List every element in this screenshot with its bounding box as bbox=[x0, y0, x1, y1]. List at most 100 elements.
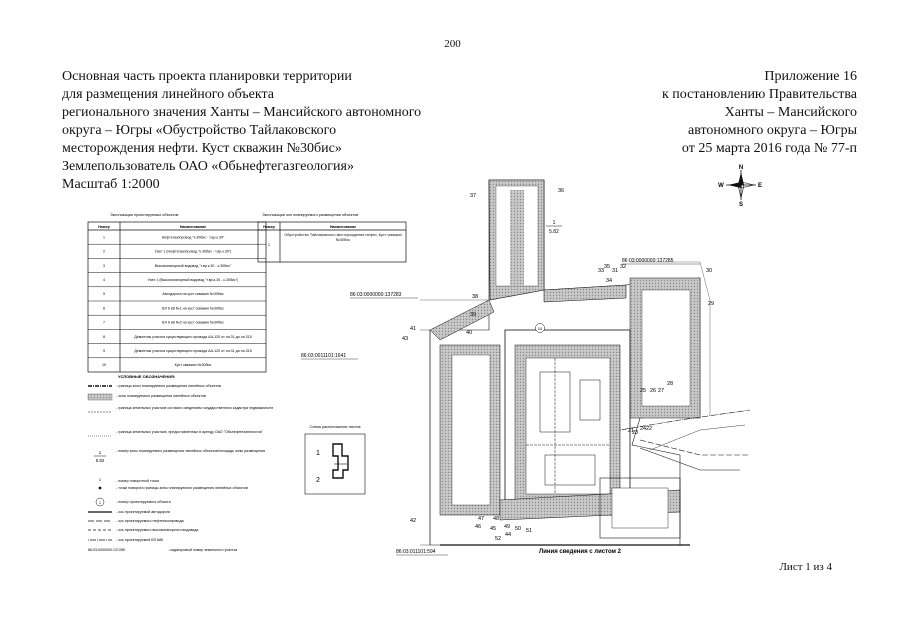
legend-title: УСЛОВНЫЕ ОБОЗНАЧЕНИЯ: bbox=[118, 374, 175, 379]
turning-point-label: 50 bbox=[515, 526, 521, 532]
linear-objects-table: Экспликация проектируемых объектов Номер… bbox=[87, 213, 267, 373]
appendix-line: Приложение 16 bbox=[764, 69, 857, 84]
object-label: 10 bbox=[538, 326, 543, 331]
area-col-name: Наименование bbox=[330, 225, 356, 229]
table-row-name: Высоконапорный водовод "т.вр.к.30 - к.30… bbox=[155, 264, 232, 268]
cadastral-label: 86:03:0000000:137285 bbox=[622, 258, 674, 264]
compass-w: W bbox=[718, 183, 724, 189]
col-header-name: Наименование bbox=[180, 225, 206, 229]
cadastral-label: 86:03:0000000:137283 bbox=[350, 292, 402, 298]
turning-point-label: 39 bbox=[470, 312, 476, 318]
table-row-num: 9 bbox=[103, 349, 105, 353]
cadastral-label: 86:03:011101:594 bbox=[396, 549, 436, 555]
table-row-name: Автодорога на куст скважин №30бис bbox=[162, 292, 223, 296]
legend-item: - кадастровый номер земельного участка bbox=[168, 548, 237, 552]
legend-item: - граница земельных участков согласно св… bbox=[116, 406, 273, 410]
turning-point-label: 30 bbox=[706, 268, 712, 274]
turning-point-label: 22 bbox=[646, 426, 652, 432]
title-line: округа – Югры «Обустройство Тайлаковског… bbox=[62, 123, 337, 138]
area-row-num: 1 bbox=[268, 243, 270, 247]
title-line: Основная часть проекта планировки террит… bbox=[62, 69, 352, 84]
appendix-header: Приложение 16 к постановлению Правительс… bbox=[527, 68, 857, 158]
turning-point-label: 35 bbox=[604, 264, 610, 270]
table-row-num: 4 bbox=[103, 278, 105, 282]
table-row-num: 1 bbox=[103, 235, 105, 239]
legend-item: - номер поворотной точки bbox=[116, 479, 159, 483]
legend-item: - граница земельных участков, предоставл… bbox=[116, 430, 264, 434]
appendix-line: к постановлению Правительства bbox=[661, 87, 857, 102]
legend-zone-top: 1 bbox=[99, 450, 102, 455]
compass-s: S bbox=[739, 202, 743, 208]
land-user-line: Землепользователь ОАО «Обьнефтегазгеолог… bbox=[62, 159, 354, 174]
table-row-num: 6 bbox=[103, 306, 105, 310]
table-title: Экспликация проектируемых объектов bbox=[110, 213, 178, 217]
turning-point-label: 46 bbox=[475, 524, 481, 530]
cadastral-label: 86:03:0011101:1641 bbox=[301, 353, 346, 359]
sheet-scheme: Схема расположения листов 1 2 bbox=[304, 425, 366, 495]
legend-item: - ось проектируемого нефтегазопровода bbox=[116, 519, 184, 523]
legend-item: - зона планируемого размещения линейных … bbox=[116, 394, 206, 398]
legend-item: - ось проектируемого высоконапорного вод… bbox=[116, 528, 198, 532]
compass-icon: N S W E bbox=[718, 165, 762, 208]
zone-number-top: 1 bbox=[553, 220, 556, 226]
site-plan: 10 1 5.82 86:03:0000000:137285 86:03:000… bbox=[301, 179, 751, 556]
appendix-line: Ханты – Мансийского bbox=[724, 105, 857, 120]
turning-point-label: 36 bbox=[558, 188, 564, 194]
turning-point-label: 29 bbox=[708, 301, 714, 307]
turning-point-label: 23 bbox=[632, 430, 638, 436]
turning-point-label: 37 bbox=[470, 193, 476, 199]
table-row-num: 2 bbox=[103, 250, 105, 254]
table-row-name: ВЛ 6 кВ №2 на куст скважин №30бис bbox=[162, 321, 224, 325]
turning-point-label: 31 bbox=[612, 268, 618, 274]
turning-point-label: 32 bbox=[620, 264, 626, 270]
page-number: 200 bbox=[444, 38, 461, 50]
turning-point-label: 26 bbox=[650, 388, 656, 394]
svg-text:1: 1 bbox=[99, 501, 101, 505]
table-row-num: 3 bbox=[103, 264, 105, 268]
legend-item: - граница зоны планируемого размещения л… bbox=[116, 384, 221, 388]
legend-item: - номер зоны планируемого размещения лин… bbox=[116, 449, 265, 453]
legend-item: - номер проектируемого объекта bbox=[116, 500, 171, 504]
table-row-name: ВЛ 6 кВ №1 на куст скважин №30бис bbox=[162, 306, 224, 310]
appendix-line: автономного округа – Югры bbox=[688, 123, 857, 138]
turning-point-label: 51 bbox=[526, 528, 532, 534]
col-header-num: Номер bbox=[98, 225, 110, 229]
legend-item: - ось проектируемой ВЛ 6кВ bbox=[116, 538, 164, 542]
turning-point-label: 52 bbox=[495, 536, 501, 542]
turning-point-label: 40 bbox=[466, 330, 472, 336]
zone-number-bottom: 5.82 bbox=[549, 229, 559, 235]
legend-item: - точки поворота границы зоны планируемо… bbox=[116, 486, 248, 490]
table-row-num: 5 bbox=[103, 292, 105, 296]
turning-point-label: 41 bbox=[410, 326, 416, 332]
appendix-line: от 25 марта 2016 года № 77-п bbox=[681, 141, 857, 156]
legend-cadastral-sample: 86:03:0000000:137285 bbox=[88, 548, 125, 552]
scheme-title: Схема расположения листов bbox=[309, 425, 360, 429]
turning-point-label: 28 bbox=[667, 381, 673, 387]
area-table: Экспликация зон планируемого размещения … bbox=[257, 213, 407, 263]
turning-point-label: 33 bbox=[598, 268, 604, 274]
turning-point-label: 48 bbox=[493, 516, 499, 522]
table-row-name: Демонтаж участка существующего провода А… bbox=[134, 335, 251, 339]
match-line-label: Линия сведения с листом 2 bbox=[539, 549, 622, 555]
turning-point-label: 42 bbox=[410, 518, 416, 524]
turning-point-label: 27 bbox=[658, 388, 664, 394]
area-col-num: Номер bbox=[263, 225, 275, 229]
legend-zone-bottom: 5.82 bbox=[96, 458, 105, 463]
turning-point-label: 34 bbox=[606, 278, 612, 284]
turning-point-label: 43 bbox=[402, 336, 408, 342]
compass-e: E bbox=[758, 183, 762, 189]
svg-text:1: 1 bbox=[99, 477, 102, 482]
title-line: месторождения нефти. Куст скважин №30бис… bbox=[62, 141, 342, 156]
table-row-name: Узел 1 (Нефтегазопровод "к.30бис - т.вр.… bbox=[155, 250, 232, 254]
legend-items: - граница зоны планируемого размещения л… bbox=[116, 384, 273, 552]
area-table-title: Экспликация зон планируемого размещения … bbox=[262, 213, 358, 217]
table-row-num: 7 bbox=[103, 321, 105, 325]
turning-point-label: 45 bbox=[490, 526, 496, 532]
turning-point-label: 24 bbox=[640, 426, 646, 432]
turning-point-label: 21 bbox=[628, 428, 634, 434]
table-row-num: 10 bbox=[102, 363, 106, 367]
table-row-name: Демонтаж участка существующего провода А… bbox=[134, 349, 251, 353]
table-row-name: Куст скважин №30бис bbox=[175, 363, 212, 367]
